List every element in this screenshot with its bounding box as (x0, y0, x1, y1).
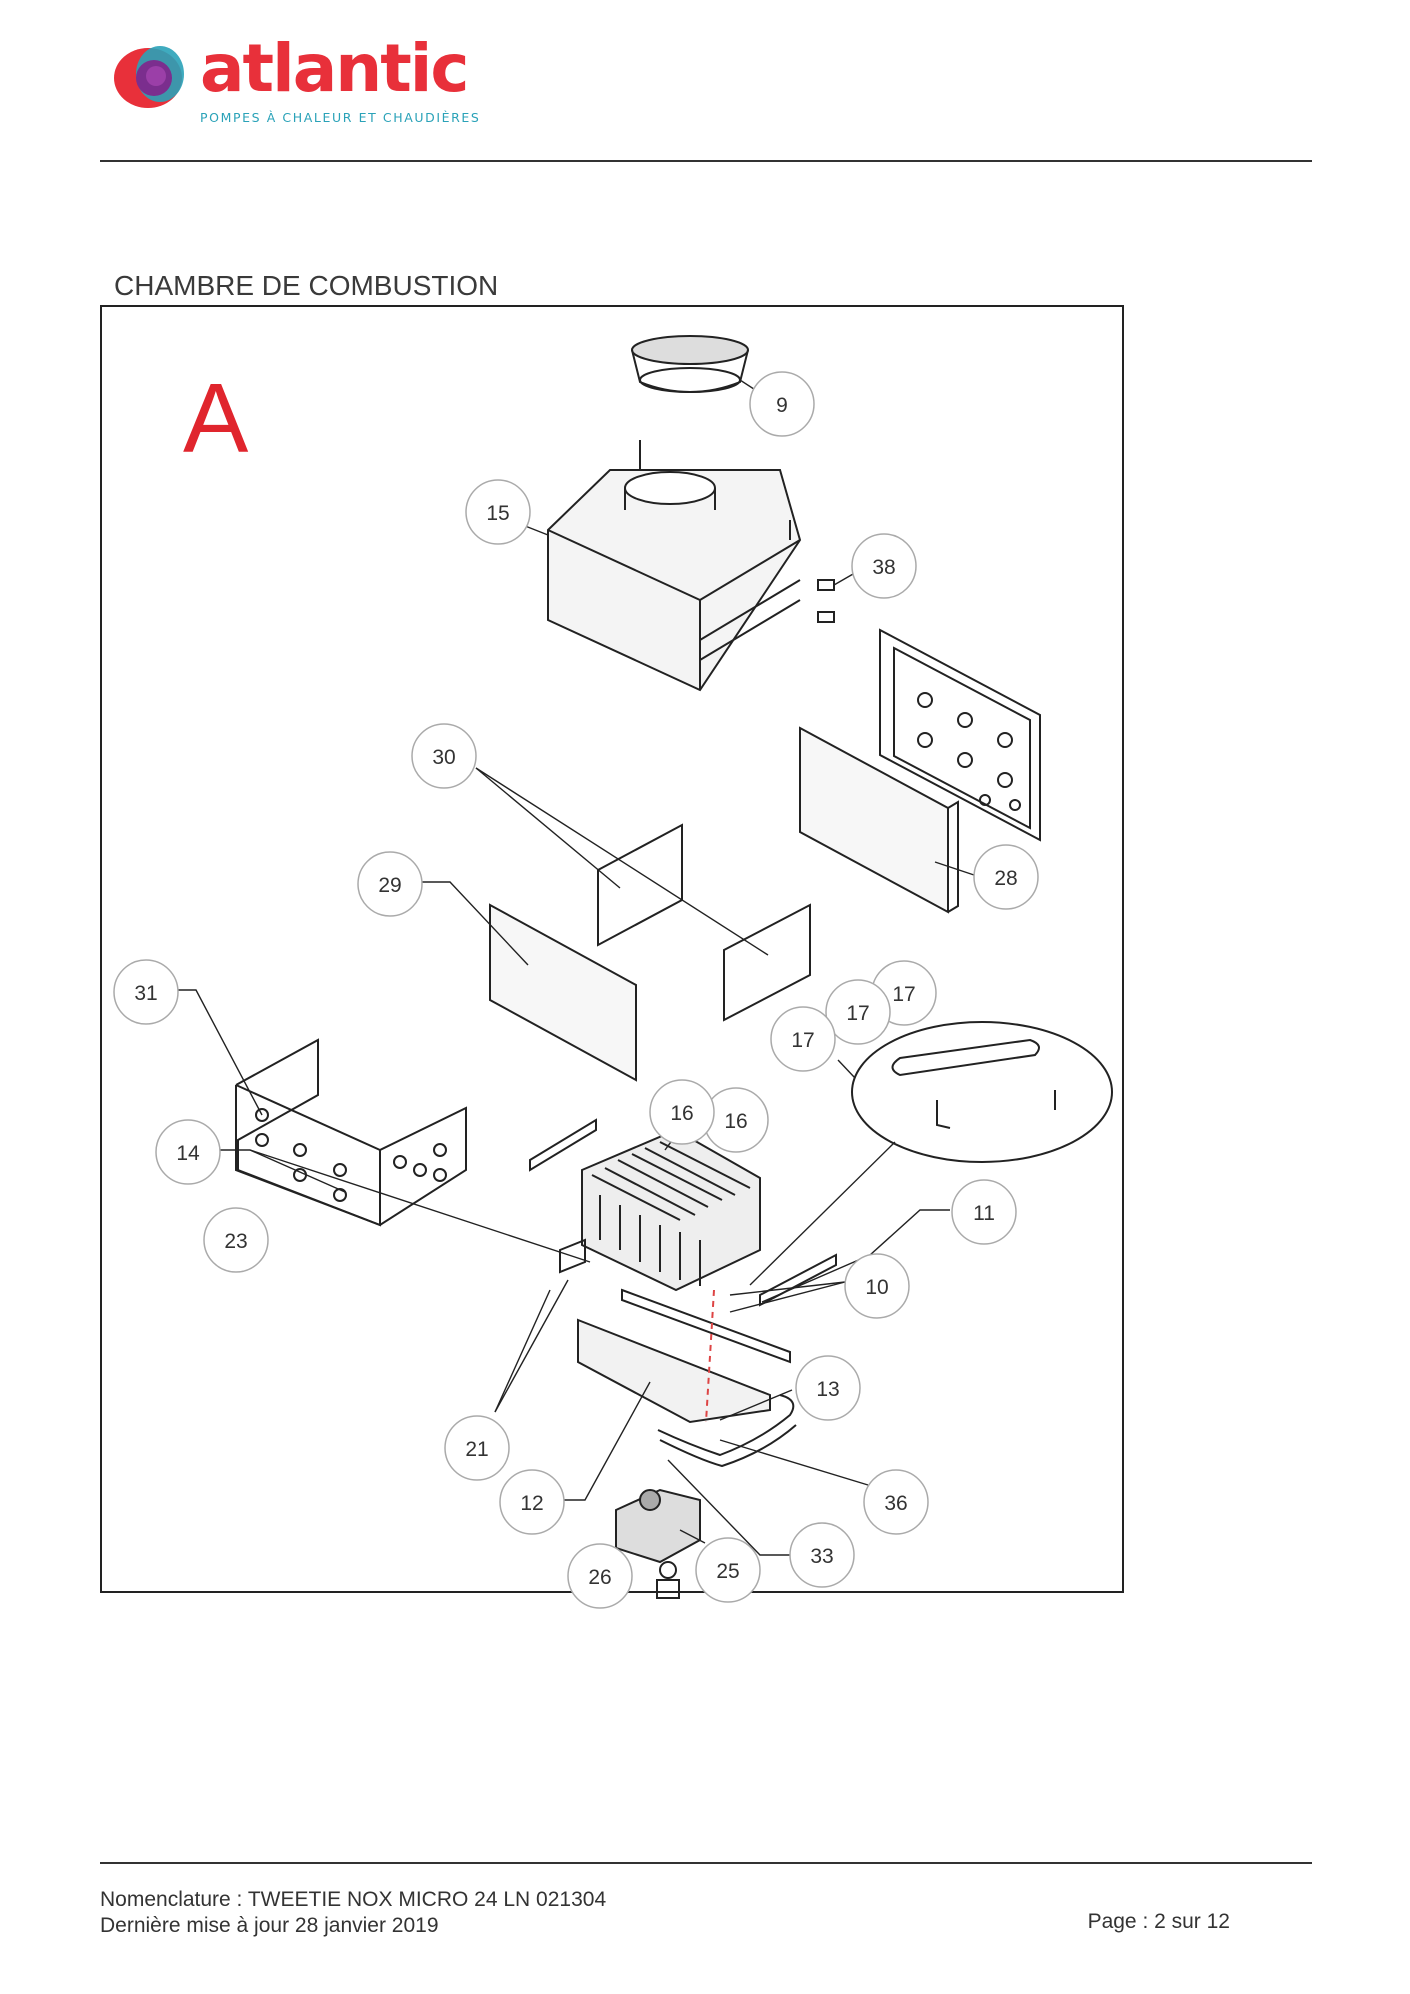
callout-12: 12 (499, 1469, 565, 1535)
svg-text:29: 29 (378, 874, 401, 897)
svg-text:31: 31 (134, 982, 157, 1005)
figure-letter: A (183, 363, 249, 473)
svg-text:17: 17 (846, 1002, 869, 1025)
section-title: CHAMBRE DE COMBUSTION (114, 270, 499, 301)
callout-11: 11 (951, 1179, 1017, 1245)
svg-text:16: 16 (670, 1102, 693, 1125)
svg-text:38: 38 (872, 556, 895, 579)
svg-text:12: 12 (520, 1492, 543, 1515)
callout-15: 15 (465, 479, 531, 545)
callout-10: 10 (844, 1253, 910, 1319)
svg-text:17: 17 (892, 983, 915, 1006)
footer-divider (100, 1862, 1312, 1864)
callout-14: 14 (155, 1119, 221, 1185)
callout-21: 21 (444, 1415, 510, 1481)
svg-text:25: 25 (716, 1560, 739, 1583)
svg-text:16: 16 (724, 1110, 747, 1133)
callout-26: 26 (567, 1543, 633, 1609)
callout-36: 36 (863, 1469, 929, 1535)
callout-25: 25 (695, 1537, 761, 1603)
leader-lines (170, 379, 981, 1556)
callout-28: 28 (973, 844, 1039, 910)
svg-text:11: 11 (973, 1202, 995, 1225)
footer-page-number: Page : 2 sur 12 (1087, 1910, 1230, 1933)
header-divider (100, 160, 1312, 162)
svg-text:33: 33 (810, 1545, 833, 1568)
svg-text:15: 15 (486, 502, 509, 525)
svg-text:23: 23 (224, 1230, 247, 1253)
svg-text:26: 26 (588, 1566, 611, 1589)
assembly-dashed-line (705, 1289, 715, 1423)
logo-tagline: POMPES À CHALEUR ET CHAUDIÈRES (200, 110, 481, 125)
callout-29: 29 (357, 851, 423, 917)
callout-38: 38 (851, 533, 917, 599)
callout-13: 13 (795, 1355, 861, 1421)
callout-17-c: 17 (770, 1006, 836, 1072)
svg-text:10: 10 (865, 1276, 888, 1299)
logo-mark-icon (114, 46, 184, 108)
atlantic-logo: atlantic POMPES À CHALEUR ET CHAUDIÈRES (110, 30, 490, 138)
footer-updated: Dernière mise à jour 28 janvier 2019 (100, 1914, 439, 1937)
svg-text:9: 9 (776, 394, 788, 417)
diagram-parts (235, 335, 1113, 1599)
svg-text:36: 36 (884, 1492, 907, 1515)
svg-text:21: 21 (465, 1438, 488, 1461)
callout-33: 33 (789, 1522, 855, 1588)
callout-30: 30 (411, 723, 477, 789)
svg-text:30: 30 (432, 746, 455, 769)
svg-text:17: 17 (791, 1029, 814, 1052)
callout-17-b: 17 (825, 979, 891, 1045)
callout-16-b: 16 (649, 1079, 715, 1145)
footer-nomenclature: Nomenclature : TWEETIE NOX MICRO 24 LN 0… (100, 1888, 607, 1911)
callout-31: 31 (113, 959, 179, 1025)
svg-text:13: 13 (816, 1378, 839, 1401)
callout-bubbles: 9 15 38 30 28 29 31 17 17 17 16 16 14 11… (113, 371, 1039, 1609)
callout-9: 9 (749, 371, 815, 437)
svg-text:28: 28 (994, 867, 1017, 890)
callout-16-a: 16 (703, 1087, 769, 1153)
svg-text:14: 14 (176, 1142, 200, 1165)
logo-wordmark: atlantic (200, 30, 470, 107)
callout-23: 23 (203, 1207, 269, 1273)
